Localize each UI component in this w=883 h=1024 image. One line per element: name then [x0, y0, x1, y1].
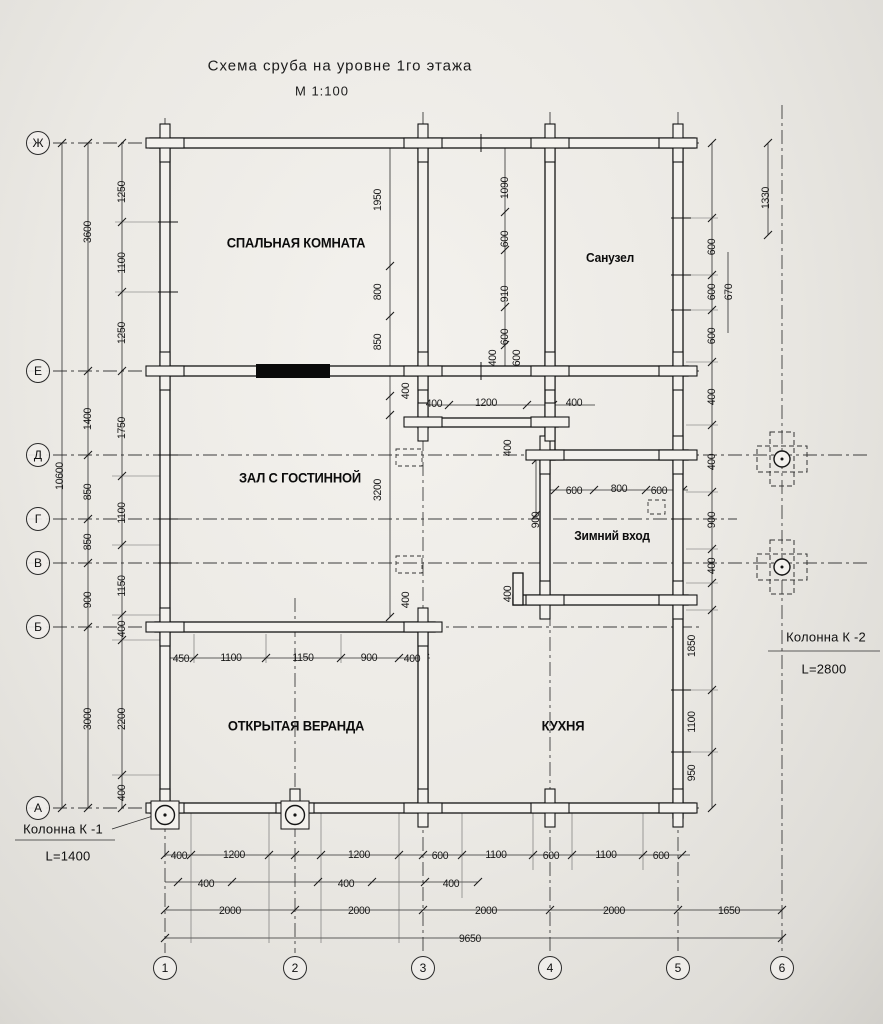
column-k2-symbols — [756, 431, 808, 595]
wall-opening-bar — [256, 364, 330, 378]
sheet-title: Схема сруба на уровне 1го этажа — [207, 57, 473, 75]
dimension-lines — [15, 143, 880, 939]
witness-lines — [112, 217, 718, 943]
walls — [149, 137, 696, 819]
wall-joint-ticks — [158, 134, 691, 753]
column-k1-symbols — [150, 800, 310, 830]
dashed-details — [395, 448, 666, 574]
sheet-scale: М 1:100 — [295, 83, 349, 99]
